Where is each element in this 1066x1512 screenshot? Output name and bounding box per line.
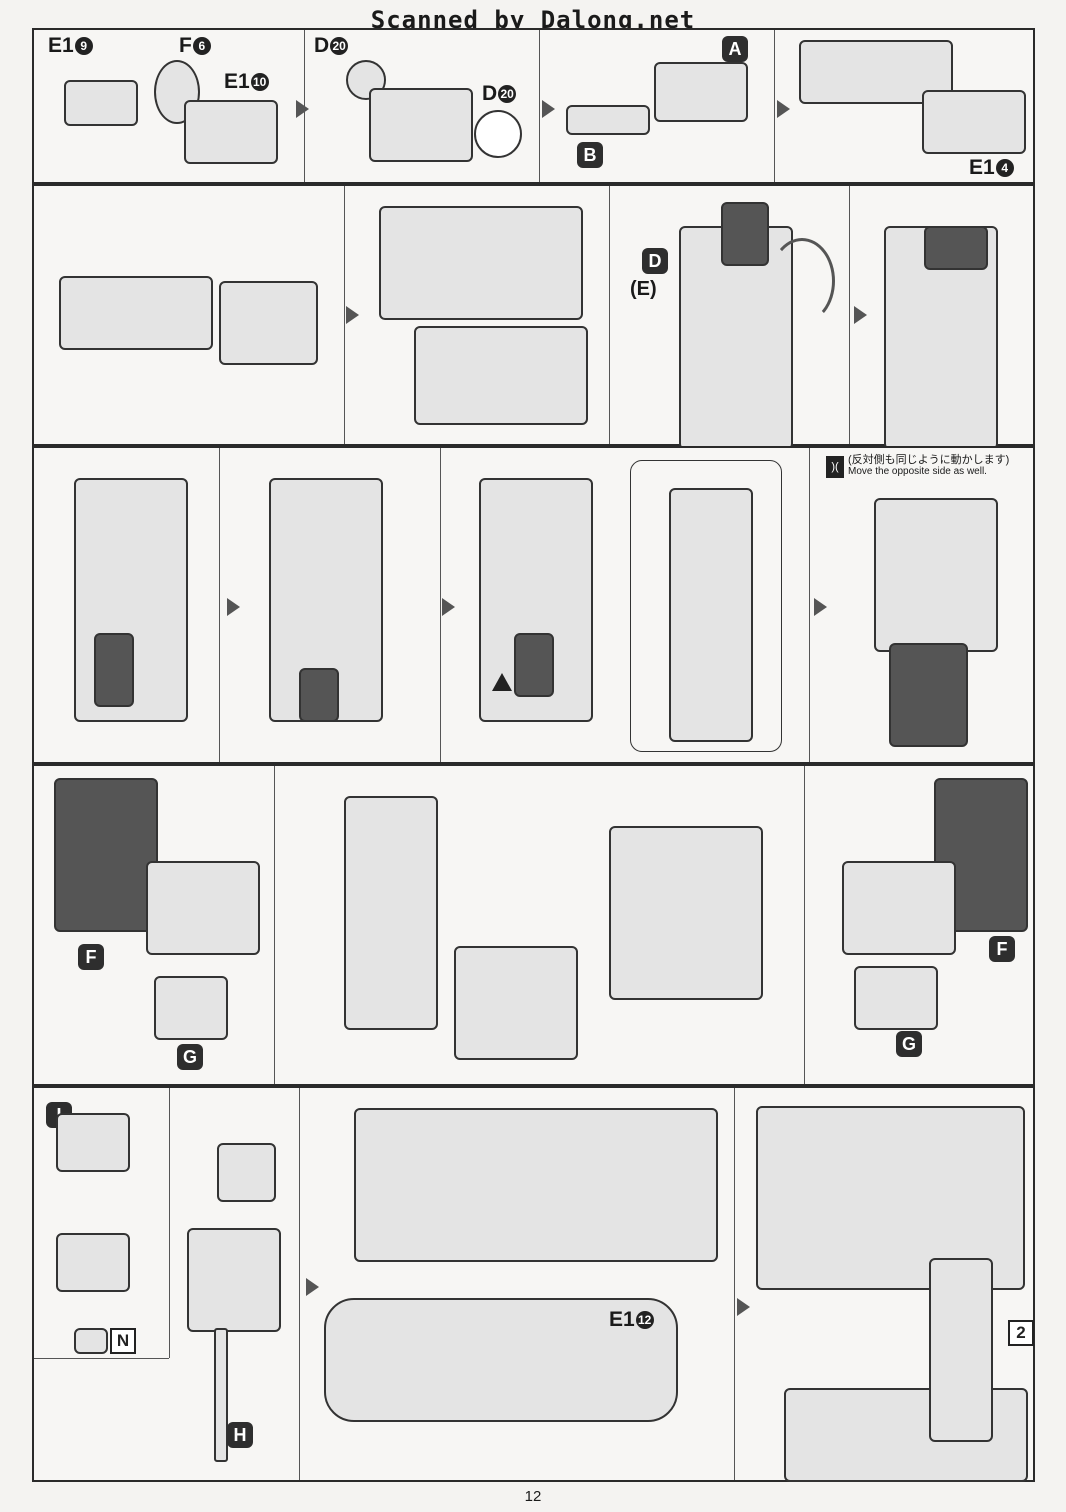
part-drawing bbox=[354, 1108, 718, 1262]
panel-divider bbox=[34, 1358, 169, 1359]
badge-b: B bbox=[577, 142, 603, 168]
part-drawing bbox=[854, 966, 938, 1030]
note-jp: (反対側も同じように動かします) bbox=[848, 454, 1010, 466]
step-row-3: )( (反対側も同じように動かします) Move the opposite si… bbox=[32, 446, 1035, 764]
part-drawing bbox=[217, 1143, 276, 1202]
badge-h: H bbox=[227, 1422, 253, 1448]
part-drawing bbox=[56, 1113, 130, 1172]
panel-divider bbox=[609, 186, 610, 444]
panel-divider bbox=[299, 1088, 300, 1480]
inset-detail-panel bbox=[630, 460, 782, 752]
step-row-2: C D (E) bbox=[32, 184, 1035, 450]
panel-divider bbox=[169, 1088, 170, 1358]
step-arrow-icon bbox=[306, 1278, 319, 1296]
part-drawing bbox=[922, 90, 1026, 154]
step-arrow-icon bbox=[542, 100, 555, 118]
rotate-arrow-icon bbox=[769, 238, 835, 324]
blade-part-drawing bbox=[214, 1328, 228, 1462]
opposite-side-icon: )( bbox=[826, 456, 844, 478]
leg-part-drawing bbox=[874, 498, 998, 652]
drum-part-drawing bbox=[219, 281, 318, 365]
panel-divider bbox=[849, 186, 850, 444]
disc-part-drawing bbox=[346, 60, 386, 100]
part-drawing bbox=[187, 1228, 281, 1332]
step-arrow-icon bbox=[296, 100, 309, 118]
dark-part-drawing bbox=[94, 633, 134, 707]
panel-divider bbox=[274, 766, 275, 1084]
step-row-4: D F G E F G bbox=[32, 764, 1035, 1086]
part-drawing bbox=[64, 80, 138, 126]
step-arrow-icon bbox=[814, 598, 827, 616]
step-arrow-icon bbox=[227, 598, 240, 616]
dark-part-drawing bbox=[514, 633, 554, 697]
step-arrow-icon bbox=[777, 100, 790, 118]
part-drawing bbox=[59, 276, 213, 350]
panel-divider bbox=[344, 186, 345, 444]
up-arrow-icon bbox=[492, 673, 512, 691]
part-drawing bbox=[842, 861, 956, 955]
part-drawing bbox=[566, 105, 650, 135]
panel-divider bbox=[219, 448, 220, 762]
cap-part-drawing bbox=[474, 110, 522, 158]
stand-arm-drawing bbox=[929, 1258, 993, 1442]
badge-g-right: G bbox=[896, 1031, 922, 1057]
part-drawing bbox=[344, 796, 438, 1030]
part-drawing bbox=[414, 326, 588, 425]
dark-part-drawing bbox=[889, 643, 968, 747]
panel-divider bbox=[539, 30, 540, 182]
wing-part-drawing bbox=[454, 946, 578, 1060]
part-drawing bbox=[184, 100, 278, 164]
dark-part-drawing bbox=[924, 226, 988, 270]
part-drawing bbox=[146, 861, 260, 955]
part-drawing bbox=[74, 1328, 108, 1354]
panel-divider bbox=[440, 448, 441, 762]
step-arrow-icon bbox=[442, 598, 455, 616]
badge-e-parenthetical: (E) bbox=[630, 278, 657, 300]
badge-f-left: F bbox=[78, 944, 104, 970]
note-opposite-side: (反対側も同じように動かします) Move the opposite side … bbox=[848, 454, 1036, 478]
leg-part-drawing bbox=[669, 488, 753, 742]
panel-divider bbox=[809, 448, 810, 762]
note-en: Move the opposite side as well. bbox=[848, 466, 987, 477]
badge-a: A bbox=[722, 36, 748, 62]
panel-divider bbox=[734, 1088, 735, 1480]
badge-d: D bbox=[642, 248, 668, 274]
blade-part-drawing bbox=[324, 1298, 678, 1422]
part-drawing bbox=[369, 88, 473, 162]
part-drawing bbox=[654, 62, 748, 122]
part-drawing bbox=[609, 826, 763, 1000]
page-number: 12 bbox=[524, 1488, 542, 1505]
wing-part-drawing bbox=[379, 206, 583, 320]
part-drawing bbox=[56, 1233, 130, 1292]
dark-wing-drawing bbox=[54, 778, 158, 932]
dark-part-drawing bbox=[299, 668, 339, 722]
step-arrow-icon bbox=[854, 306, 867, 324]
dark-part-drawing bbox=[721, 202, 769, 266]
step-arrow-icon bbox=[346, 306, 359, 324]
badge-g-left: G bbox=[177, 1044, 203, 1070]
part-drawing bbox=[154, 976, 228, 1040]
badge-f-right: F bbox=[989, 936, 1015, 962]
step-arrow-icon bbox=[737, 1298, 750, 1316]
badge-n: N bbox=[110, 1328, 136, 1354]
badge-2: 2 bbox=[1008, 1320, 1034, 1346]
panel-divider bbox=[804, 766, 805, 1084]
panel-divider bbox=[774, 30, 775, 182]
